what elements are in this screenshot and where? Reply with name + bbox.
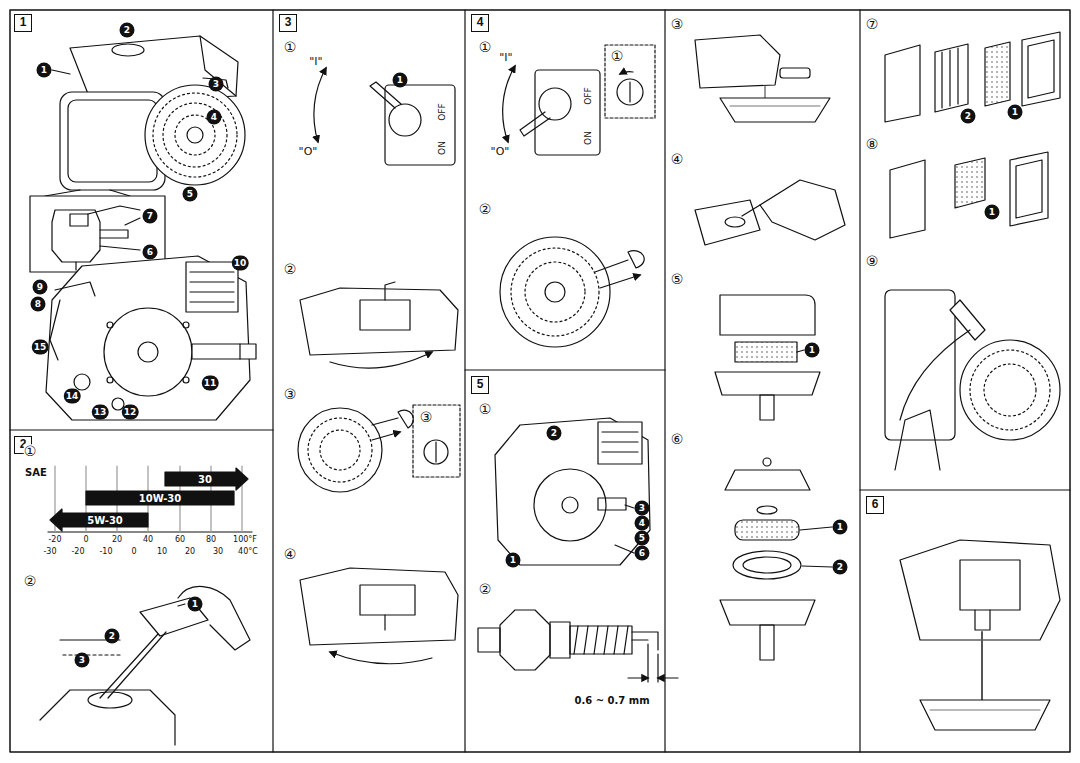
step-number: ② [479,582,492,597]
callout-number: 14 [64,389,81,404]
panel-number-box: 5 [471,376,489,394]
callout-number: 3 [209,77,224,92]
switch-position: "O" [491,146,510,158]
step-number: ⑥ [671,432,684,447]
callout-number: 1 [833,520,848,535]
callout-number: 1 [188,597,203,612]
callout-number: 1 [393,73,408,88]
callout-number: 1 [1008,105,1023,120]
temperature-tick: -20 [70,548,85,557]
callout-number: 6 [143,245,158,260]
callout-number: 10 [232,256,249,271]
callout-number: 13 [92,405,109,420]
step-number: ① [479,40,492,55]
step-number: ① [284,40,297,55]
temperature-tick: 60 [174,536,186,545]
callout-number: 5 [183,187,198,202]
temperature-tick: 40°C [237,548,259,557]
step-number: ④ [284,547,297,562]
panel-number: 5 [477,377,484,392]
temperature-tick: 20 [111,536,123,545]
oil-grade: 10W-30 [139,493,182,504]
panel-number-box: 6 [866,496,884,514]
callout-number: 1 [506,553,521,568]
callout-number: 9 [33,280,48,295]
temperature-tick: 100°F [232,536,258,545]
switch-marking: ON [584,131,594,145]
callout-number: 2 [833,560,848,575]
callout-number: 1 [985,205,1000,220]
temperature-tick: -20 [47,536,62,545]
step-number: ① [611,49,624,64]
temperature-tick: 0 [82,536,89,545]
temperature-tick: 20 [184,548,196,557]
callout-number: 2 [105,629,120,644]
panel-number: 1 [20,15,27,30]
step-number: ① [479,402,492,417]
step-number: ③ [671,17,684,32]
callout-number: 2 [120,23,135,38]
callout-number: 11 [202,376,219,391]
step-number: ⑧ [866,137,879,152]
switch-marking: ON [438,141,448,155]
callout-number: 3 [75,653,90,668]
step-number: ② [479,202,492,217]
callout-number: 15 [32,340,49,355]
step-number: ③ [420,410,433,425]
callout-number: 3 [635,501,650,516]
panel-number: 4 [477,15,484,30]
callout-number: 1 [805,343,820,358]
temperature-tick: -10 [98,548,113,557]
oil-grade: 30 [198,474,212,485]
callout-number: 6 [635,546,650,561]
axis-title: SAE [25,467,47,478]
temperature-tick: 30 [212,548,224,557]
step-number: ⑨ [866,254,879,269]
callout-number: 2 [961,109,976,124]
callout-number: 7 [143,209,158,224]
step-number: ② [24,574,37,589]
step-number: ④ [671,152,684,167]
panel-number-box: 3 [279,14,297,32]
callout-number: 4 [207,110,222,125]
switch-marking: OFF [438,103,448,120]
panel-number: 6 [872,497,879,512]
step-number: ⑦ [866,17,879,32]
callout-number: 12 [122,405,139,420]
temperature-tick: 80 [205,536,217,545]
step-number: ② [284,262,297,277]
switch-position: "I" [499,52,512,64]
panel-number-box: 1 [14,14,32,32]
switch-marking: OFF [584,87,594,104]
callout-number: 1 [37,63,52,78]
step-number: ③ [284,387,297,402]
temperature-tick: 0 [130,548,137,557]
switch-position: "I" [309,56,322,68]
dimension: 0.6 ~ 0.7 mm [574,695,649,706]
callout-number: 4 [635,516,650,531]
panel-number: 3 [285,15,292,30]
step-number: ① [24,444,37,459]
callout-number: 8 [31,297,46,312]
temperature-tick: -30 [42,548,57,557]
callout-number: 5 [635,531,650,546]
step-number: ⑤ [671,272,684,287]
callout-number: 2 [547,426,562,441]
panel-number-box: 4 [471,14,489,32]
switch-position: "O" [299,146,318,158]
temperature-tick: 40 [142,536,154,545]
oil-grade: 5W-30 [87,515,123,526]
temperature-tick: 10 [156,548,168,557]
